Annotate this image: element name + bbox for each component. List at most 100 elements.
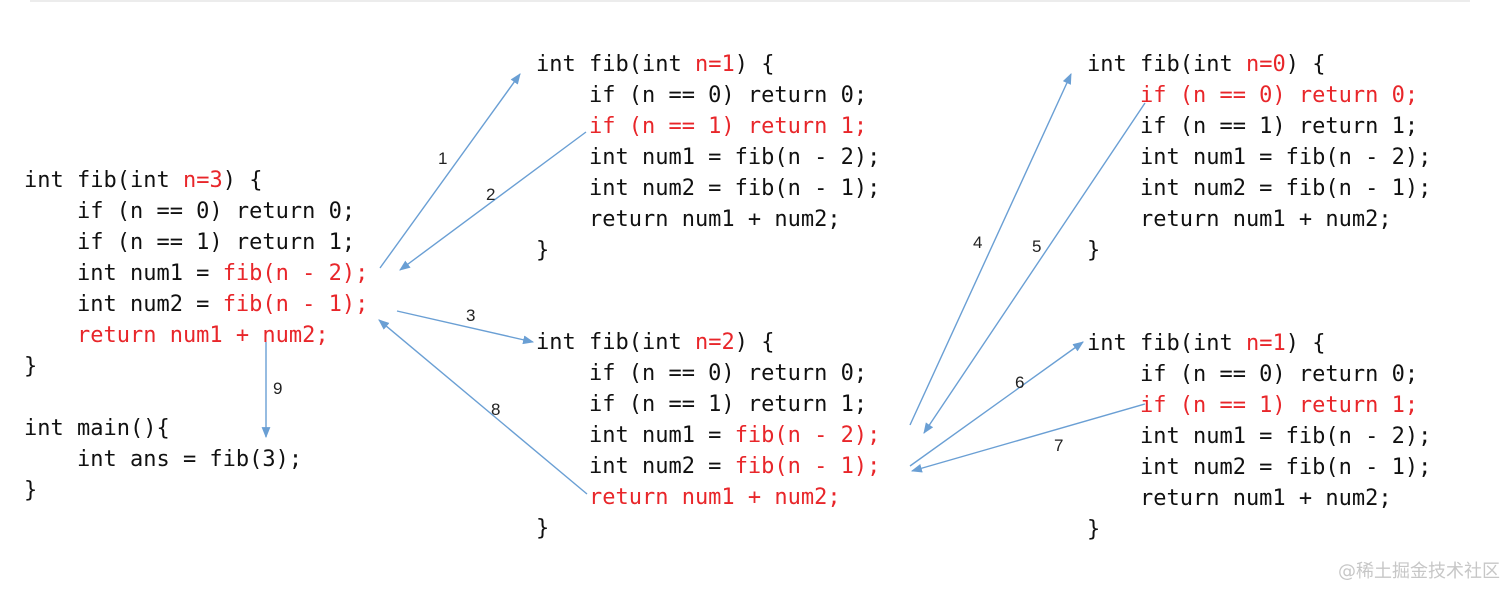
code-line: return num1 + num2; [1087,483,1431,514]
highlighted-code-token: if (n == 0) return 0; [1087,83,1419,108]
code-token: } [536,516,550,541]
code-token: if (n == 0) return 0; [1087,362,1419,387]
step-label-9: 9 [273,379,283,398]
code-token: int fib(int [1087,331,1246,356]
code-line: int num2 = fib(n - 1); [1087,173,1431,204]
code-token: if (n == 1) return 1; [536,392,868,417]
code-token: } [1087,517,1101,542]
highlighted-code-token: n=3 [182,168,223,193]
code-frame-fib1-bottom: int fib(int n=1) { if (n == 0) return 0;… [1087,328,1431,545]
code-token: ) { [734,52,775,77]
code-line: int main(){ [24,413,368,444]
code-line: return num1 + num2; [1087,204,1431,235]
arrow-step-4 [909,73,1072,426]
code-token: ) { [1285,331,1326,356]
code-line: if (n == 0) return 0; [24,196,368,227]
code-token: } [24,478,38,503]
highlighted-code-token: n=1 [1245,331,1286,356]
code-token: } [24,354,38,379]
code-token: int num1 = fib(n - 2); [1087,145,1432,170]
code-line: return num1 + num2; [24,320,368,351]
code-token: if (n == 1) return 1; [1087,114,1419,139]
arrow-step-1 [379,73,521,269]
code-token: int fib(int [24,168,183,193]
highlighted-code-token: return num1 + num2; [24,323,329,348]
code-token: int main(){ [24,416,170,441]
code-line: if (n == 1) return 1; [536,389,880,420]
code-token: int fib(int [536,52,695,77]
arrow-step-6 [909,341,1084,467]
arrow-step-2 [399,131,587,271]
highlighted-code-token: fib(n - 2); [734,423,881,448]
code-line: } [1087,235,1431,266]
code-frame-fib0: int fib(int n=0) { if (n == 0) return 0;… [1087,49,1431,266]
code-token: } [1087,238,1101,263]
step-label-5: 5 [1032,237,1042,256]
code-line: int fib(int n=0) { [1087,49,1431,80]
watermark: @稀土掘金技术社区 [1338,561,1500,582]
code-line: if (n == 1) return 1; [1087,111,1431,142]
code-line: int fib(int n=1) { [1087,328,1431,359]
code-line: int num1 = fib(n - 2); [536,142,880,173]
code-line: int num1 = fib(n - 2); [1087,142,1431,173]
code-token: if (n == 0) return 0; [536,361,868,386]
highlighted-code-token: fib(n - 1); [734,454,881,479]
code-token: return num1 + num2; [536,207,841,232]
code-line: if (n == 1) return 1; [1087,390,1431,421]
top-divider [30,0,1470,2]
code-line: } [24,351,368,382]
code-token: int num1 = fib(n - 2); [536,145,881,170]
code-line: int num1 = fib(n - 2); [536,420,880,451]
highlighted-code-token: if (n == 1) return 1; [536,114,868,139]
code-token: ) { [734,330,775,355]
code-token: return num1 + num2; [1087,207,1392,232]
code-line: } [1087,514,1431,545]
code-token: int fib(int [1087,52,1246,77]
highlighted-code-token: return num1 + num2; [536,485,841,510]
code-frame-fib2: int fib(int n=2) { if (n == 0) return 0;… [536,327,880,544]
code-token: int num1 = [24,261,223,286]
code-line: int num1 = fib(n - 2); [24,258,368,289]
code-line: if (n == 1) return 1; [24,227,368,258]
step-label-8: 8 [491,400,501,419]
code-line: int num2 = fib(n - 1); [1087,452,1431,483]
arrow-step-7 [910,403,1146,473]
code-frame-fib3: int fib(int n=3) { if (n == 0) return 0;… [24,165,368,506]
highlighted-code-token: n=2 [694,330,735,355]
step-label-3: 3 [466,306,476,325]
code-frame-fib1-top: int fib(int n=1) { if (n == 0) return 0;… [536,49,880,266]
arrow-step-5 [923,102,1146,434]
code-token: ) { [1285,52,1326,77]
arrow-step-3 [396,310,535,345]
highlighted-code-token: n=1 [694,52,735,77]
code-line: if (n == 0) return 0; [1087,359,1431,390]
step-label-6: 6 [1015,373,1025,392]
highlighted-code-token: fib(n - 1); [222,292,369,317]
code-line: } [536,235,880,266]
step-label-1: 1 [438,149,448,168]
code-token: int ans = fib(3); [24,447,303,472]
highlighted-code-token: fib(n - 2); [222,261,369,286]
code-token: int num2 = [536,454,735,479]
code-line: } [24,475,368,506]
code-token: int fib(int [536,330,695,355]
code-token: if (n == 0) return 0; [24,199,356,224]
code-line: int num2 = fib(n - 1); [536,173,880,204]
code-token: int num2 = fib(n - 1); [1087,176,1432,201]
code-token: return num1 + num2; [1087,486,1392,511]
code-token: int num2 = [24,292,223,317]
code-token: int num1 = [536,423,735,448]
code-line: return num1 + num2; [536,482,880,513]
code-token: int num2 = fib(n - 1); [1087,455,1432,480]
code-line: } [536,513,880,544]
code-token: } [536,238,550,263]
step-label-2: 2 [486,185,496,204]
code-line: int num1 = fib(n - 2); [1087,421,1431,452]
highlighted-code-token: if (n == 1) return 1; [1087,393,1419,418]
code-line: int num2 = fib(n - 1); [536,451,880,482]
code-line: int num2 = fib(n - 1); [24,289,368,320]
code-line: int ans = fib(3); [24,444,368,475]
code-token: int num1 = fib(n - 2); [1087,424,1432,449]
code-token: ) { [222,168,263,193]
